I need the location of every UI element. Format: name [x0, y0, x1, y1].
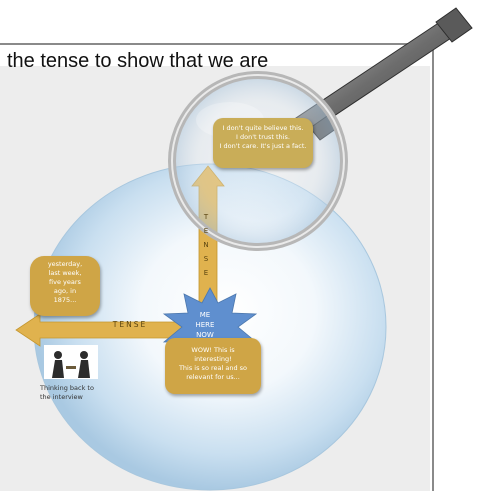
star-line-1: ME	[199, 311, 211, 319]
future-line-3: I don't care. It's just a fact.	[219, 142, 307, 150]
past-line-2: last week,	[48, 269, 82, 277]
future-line-2: I don't trust this.	[236, 133, 290, 141]
vertical-letter-4: S	[203, 255, 209, 263]
star-line-3: NOW	[196, 331, 214, 339]
present-bubble: WOW! This is interesting! This is so rea…	[165, 338, 261, 394]
star-line-2: HERE	[195, 321, 215, 329]
present-line-4: relevant for us...	[186, 373, 240, 381]
past-line-5: 1875...	[53, 296, 77, 304]
future-line-1: I don't quite believe this.	[222, 124, 304, 132]
past-line-3: five years	[49, 278, 81, 286]
vertical-letter-2: E	[203, 227, 209, 235]
vertical-tense-label: T E N S E	[200, 210, 212, 280]
vertical-letter-5: E	[203, 269, 209, 277]
thinking-caption: Thinking back to the interview	[40, 384, 110, 402]
interview-figures-icon	[44, 345, 98, 379]
past-bubble: yesterday, last week, five years ago, in…	[30, 256, 100, 316]
vertical-letter-3: N	[203, 241, 209, 249]
horizontal-tense-arrow	[15, 313, 191, 347]
past-line-4: ago, in	[53, 287, 77, 295]
center-star-label: ME HERE NOW	[180, 310, 230, 340]
past-line-1: yesterday,	[47, 260, 83, 268]
vertical-letter-1: T	[203, 213, 209, 221]
future-bubble: I don't quite believe this. I don't trus…	[213, 118, 313, 168]
thinking-caption-line-2: the interview	[40, 393, 83, 401]
horizontal-tense-label: TENSE	[112, 320, 148, 329]
thinking-caption-line-1: Thinking back to	[40, 384, 94, 392]
header-text: the tense to show that we are	[7, 50, 269, 72]
present-line-2: interesting!	[194, 355, 232, 363]
present-line-3: This is so real and so	[178, 364, 248, 372]
present-line-1: WOW! This is	[191, 346, 235, 354]
